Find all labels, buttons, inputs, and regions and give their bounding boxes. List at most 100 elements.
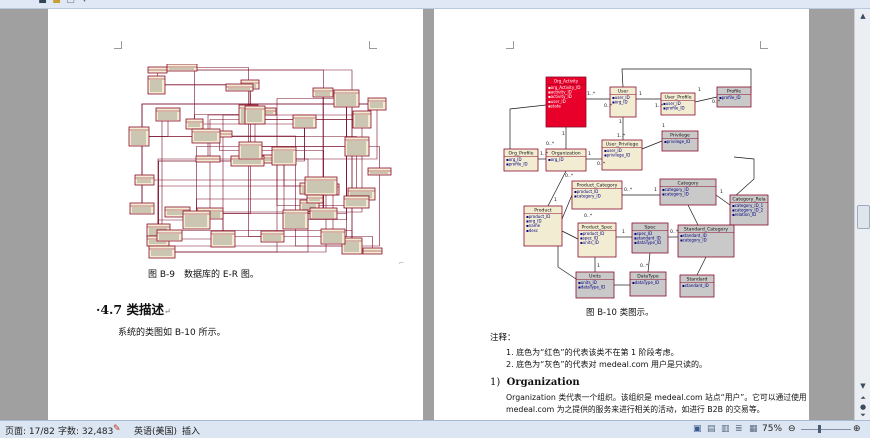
- note-item-1: 1. 底色为“红色”的代表该类不在第 1 阶段考虑。: [506, 348, 679, 357]
- zoom-slider-track[interactable]: [801, 429, 851, 430]
- undo-icon[interactable]: ↶: [8, 0, 17, 5]
- body-line-1: Organization 类代表一个组织。该组织是 medeal.com 站点“…: [506, 393, 807, 402]
- zoom-level[interactable]: 75%: [762, 424, 783, 434]
- er-entity: [238, 141, 263, 160]
- class-name: Category: [678, 181, 699, 187]
- insert-mode-indicator[interactable]: 插入: [182, 427, 201, 437]
- multiplicity-label: 1..*: [540, 151, 549, 157]
- class-name: Org_Activity: [554, 79, 579, 84]
- class-box: Product_Spec▪product_ID▪spec_ID▪units_ID: [577, 222, 617, 258]
- er-entity: [312, 87, 334, 98]
- class-field: ▪standard_ID: [680, 233, 707, 238]
- print-layout-icon[interactable]: ▣: [693, 424, 702, 434]
- zoom-out-icon[interactable]: ⊖: [788, 424, 796, 434]
- association-line: [561, 194, 573, 220]
- er-entity: [367, 167, 392, 176]
- new-document-icon[interactable]: □: [66, 0, 75, 5]
- er-entity: [352, 110, 372, 129]
- redo-icon[interactable]: ↷: [22, 0, 31, 5]
- class-field: ▪standard_ID: [634, 236, 661, 241]
- body-line-2: medeal.com 为之提供的服务来进行相关的活动，如进行 B2B 的交易等。: [506, 405, 765, 414]
- association-line: [561, 230, 579, 240]
- class-field: ▪privilege_ID: [604, 153, 630, 158]
- proofing-icon[interactable]: ✎: [113, 424, 121, 434]
- multiplicity-label: 1: [619, 119, 622, 125]
- word-count[interactable]: 字数: 32,483: [58, 427, 114, 437]
- class-box: Category▪category_ID▪category_ID: [659, 178, 717, 206]
- class-name: Product_Spec: [582, 225, 613, 231]
- er-entity: [166, 64, 198, 72]
- outline-view-icon[interactable]: ≣: [735, 424, 743, 434]
- class-field: ▪dataType_ID: [634, 240, 661, 245]
- er-relation-line: [162, 159, 278, 253]
- er-relation-line: [157, 158, 277, 241]
- class-field: ▪org_ID: [526, 219, 542, 224]
- class-field: ▪privilege_ID: [664, 139, 690, 144]
- association-line: [641, 140, 663, 150]
- er-entity: [341, 237, 363, 255]
- language-indicator[interactable]: 英语(美国): [134, 427, 178, 437]
- document-canvas: 图 B-9 数据库的 E-R 图。 ⌐ ·4.7 类描述↵ 系统的类图如 B-1…: [0, 9, 854, 420]
- scroll-up-arrow-icon[interactable]: ▲: [860, 12, 866, 20]
- previous-page-icon[interactable]: ⏶: [860, 394, 866, 402]
- multiplicity-label: 0..*: [670, 229, 679, 235]
- er-entity: [367, 97, 387, 111]
- class-field: ▪category_ID_1: [732, 203, 764, 208]
- association-line: [687, 204, 699, 226]
- class-field: ▪activity_ID: [548, 90, 572, 95]
- class-field: ▪profile_ID: [719, 95, 741, 100]
- class-figure-caption: 图 B-10 类图示。: [586, 308, 654, 318]
- class-name: Standard: [687, 277, 708, 283]
- draft-view-icon[interactable]: ▦: [749, 424, 758, 434]
- next-page-icon[interactable]: ⏷: [860, 411, 866, 419]
- save-icon[interactable]: ■: [38, 0, 47, 5]
- class-field: ▪user_ID: [604, 148, 622, 153]
- class-name: User_Profile: [664, 95, 691, 101]
- subsection-title: Organization: [506, 377, 580, 388]
- quick-access-toolbar: ↶ ↷ ■ ■ □ ▾: [0, 0, 870, 9]
- scroll-down-arrow-icon[interactable]: ▼: [860, 382, 866, 390]
- class-name: Privilege: [670, 133, 690, 139]
- class-name: DataType: [637, 274, 659, 280]
- class-name: Standard_Category: [684, 227, 728, 233]
- class-box: User▪user_ID▪org_ID: [609, 86, 637, 118]
- association-line: [547, 170, 567, 207]
- er-entity: [306, 194, 324, 204]
- multiplicity-label: 1: [654, 187, 657, 193]
- er-entity: [225, 83, 254, 92]
- zoom-in-icon[interactable]: ⊕: [853, 424, 861, 434]
- association-line: [696, 256, 707, 276]
- multiplicity-label: 1: [554, 197, 557, 203]
- class-name: Units: [589, 274, 601, 280]
- class-name: Spec: [644, 225, 656, 231]
- er-relation-line: [206, 135, 296, 220]
- full-screen-reading-icon[interactable]: ▤: [707, 424, 716, 434]
- open-icon[interactable]: ■: [52, 0, 61, 5]
- class-field: ▪category_ID: [680, 238, 707, 243]
- er-entity: [309, 207, 338, 220]
- web-layout-icon[interactable]: ▥: [721, 424, 730, 434]
- multiplicity-label: 0..*: [584, 213, 593, 219]
- vertical-scrollbar[interactable]: ▲ ▼ ⏶ ● ⏷: [854, 9, 870, 420]
- browse-object-icon[interactable]: ●: [859, 403, 867, 411]
- subsection-number: 1): [490, 377, 501, 388]
- class-name: Organization: [551, 151, 580, 157]
- er-entity: [148, 245, 176, 259]
- scrollbar-thumb[interactable]: [857, 205, 870, 229]
- er-entity: [156, 229, 183, 242]
- page-counter[interactable]: 页面: 17/82: [5, 427, 55, 437]
- er-entity: [260, 230, 285, 243]
- multiplicity-label: 1..*: [587, 91, 596, 97]
- class-name: Product: [534, 208, 552, 214]
- class-box: Org_Activity▪org_Activity_ID▪activity_ID…: [545, 76, 587, 128]
- zoom-slider-thumb[interactable]: [818, 425, 821, 433]
- margin-mark: [506, 41, 514, 49]
- multiplicity-label: 1: [597, 263, 600, 269]
- margin-mark: [369, 41, 377, 49]
- class-field: ▪user_ID: [612, 95, 630, 100]
- class-box: Standard_Category▪standard_ID▪category_I…: [677, 224, 735, 258]
- er-relation-line: [352, 171, 380, 247]
- class-box: Profile▪profile_ID: [716, 86, 752, 108]
- customize-toolbar-icon[interactable]: ▾: [82, 0, 87, 5]
- class-field: ▪units_ID: [578, 280, 597, 285]
